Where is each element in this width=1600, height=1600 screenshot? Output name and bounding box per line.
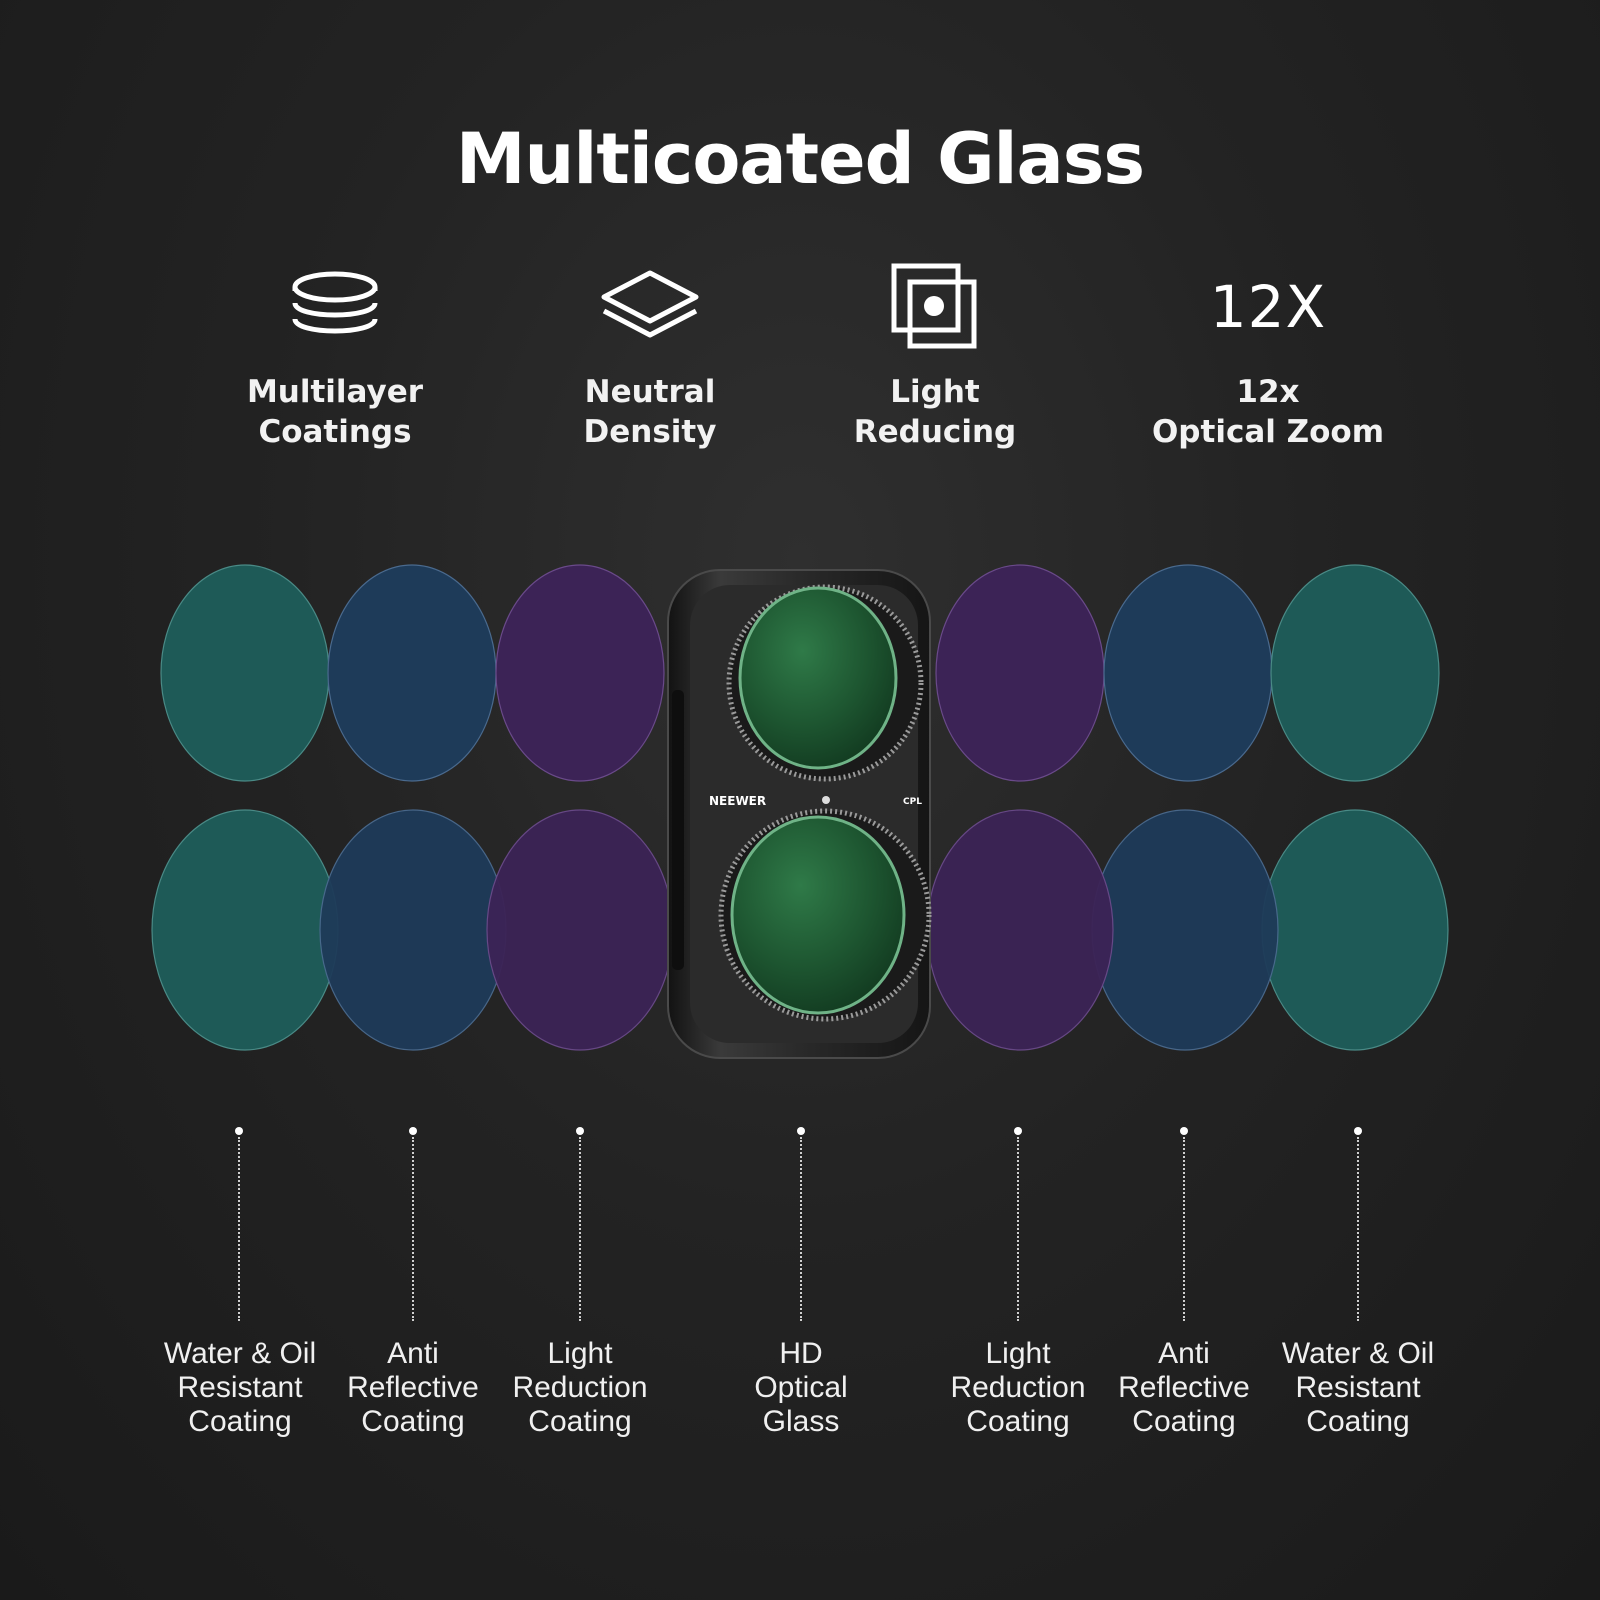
layer-disc xyxy=(160,564,330,782)
layer-disc xyxy=(1270,564,1440,782)
top-row-right-layers xyxy=(935,564,1440,782)
filter-mark: CPL xyxy=(903,797,922,807)
bottom-row-right-layers xyxy=(926,809,1449,1051)
diamond-layers-icon xyxy=(601,270,699,338)
layer-disc xyxy=(486,809,674,1051)
layer-disc xyxy=(1091,809,1279,1051)
square-frame-dot-icon xyxy=(891,263,977,349)
feature-neutral-density: Neutral Density xyxy=(490,262,810,452)
pointer-anti-reflective-left xyxy=(409,1127,417,1321)
brand-logo: NEEWER xyxy=(709,794,766,808)
feature-optical-zoom: 12X 12x Optical Zoom xyxy=(1108,262,1428,452)
layer-disc xyxy=(1103,564,1273,782)
pointer-hd-glass xyxy=(797,1127,805,1321)
layer-disc xyxy=(1261,809,1449,1051)
pointer-light-reduction-right xyxy=(1014,1127,1022,1321)
pointer-light-reduction-left xyxy=(576,1127,584,1321)
layer-disc xyxy=(935,564,1105,782)
feature-light-reducing: Light Reducing xyxy=(775,262,1095,452)
lens-glass xyxy=(738,586,898,770)
layer-disc xyxy=(926,809,1114,1051)
feature-label: Light Reducing xyxy=(853,374,1017,450)
top-row-left-layers xyxy=(160,564,665,782)
pointer-water-oil-left xyxy=(235,1127,243,1321)
zoom-badge: 12X xyxy=(1209,273,1327,341)
layer-disc xyxy=(495,564,665,782)
feature-label: 12x Optical Zoom xyxy=(1151,374,1385,450)
page-title: Multicoated Glass xyxy=(455,118,1145,200)
feature-multilayer-coatings: Multilayer Coatings xyxy=(175,262,495,452)
feature-label: Neutral Density xyxy=(583,374,717,450)
pointer-anti-reflective-right xyxy=(1180,1127,1188,1321)
layer-disc xyxy=(151,809,339,1051)
filter-product: NEEWER CPL xyxy=(667,569,932,1059)
pointer-water-oil-right xyxy=(1354,1127,1362,1321)
layer-disc xyxy=(319,809,507,1051)
feature-label: Multilayer Coatings xyxy=(246,374,424,450)
bottom-row-left-layers xyxy=(151,809,674,1051)
layer-disc xyxy=(327,564,497,782)
layers-stack-icon xyxy=(292,271,378,334)
lens-glass xyxy=(730,815,906,1015)
